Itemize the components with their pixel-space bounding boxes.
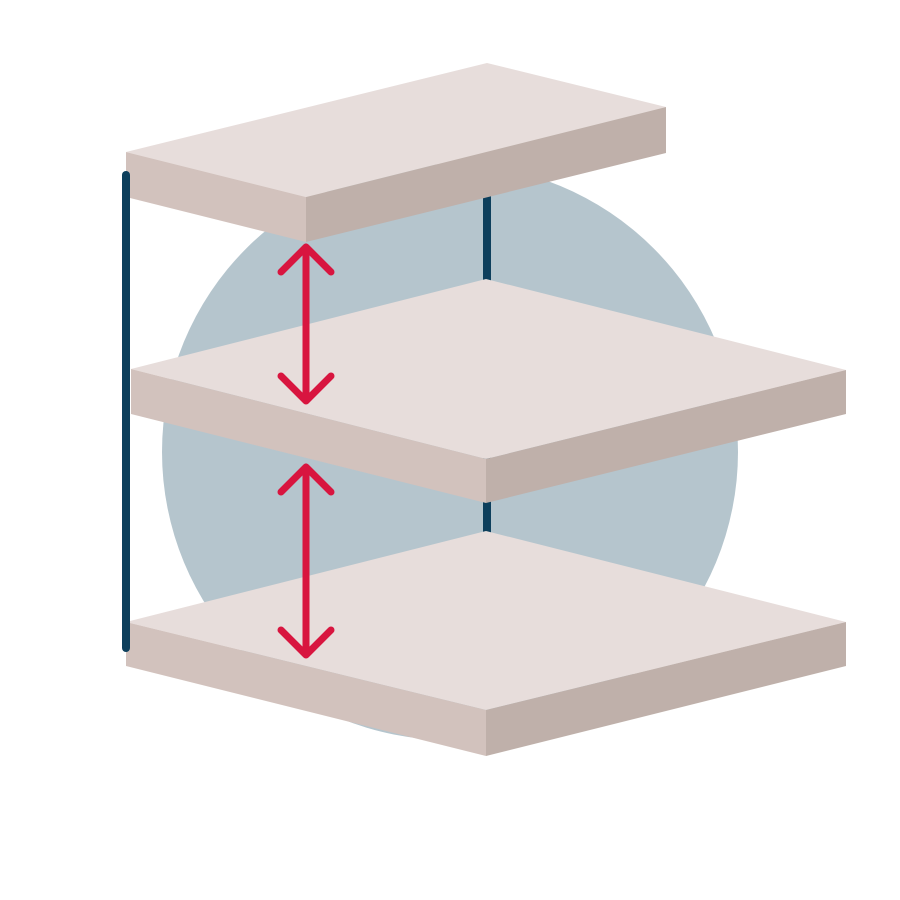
bottom-shelf-front-left-face: [126, 622, 486, 756]
lower-spacing-arrow: [277, 463, 335, 659]
middle-shelf-front-left-face: [131, 369, 486, 503]
middle-shelf-top-face: [131, 279, 846, 459]
upper-spacing-arrow: [277, 243, 335, 405]
middle-shelf-front-right-face: [486, 370, 846, 503]
top-shelf: [126, 63, 666, 242]
top-shelf-front-right-face: [306, 107, 666, 242]
top-shelf-front-left-face: [126, 152, 306, 242]
double-arrow-vertical-icon: [277, 463, 335, 659]
bottom-shelf-front-right-face: [486, 622, 846, 756]
double-arrow-vertical-icon: [277, 243, 335, 405]
middle-shelf: [131, 279, 846, 503]
top-shelf-top-face: [126, 63, 666, 197]
bottom-shelf-top-face: [126, 531, 846, 710]
bottom-shelf: [126, 531, 846, 756]
